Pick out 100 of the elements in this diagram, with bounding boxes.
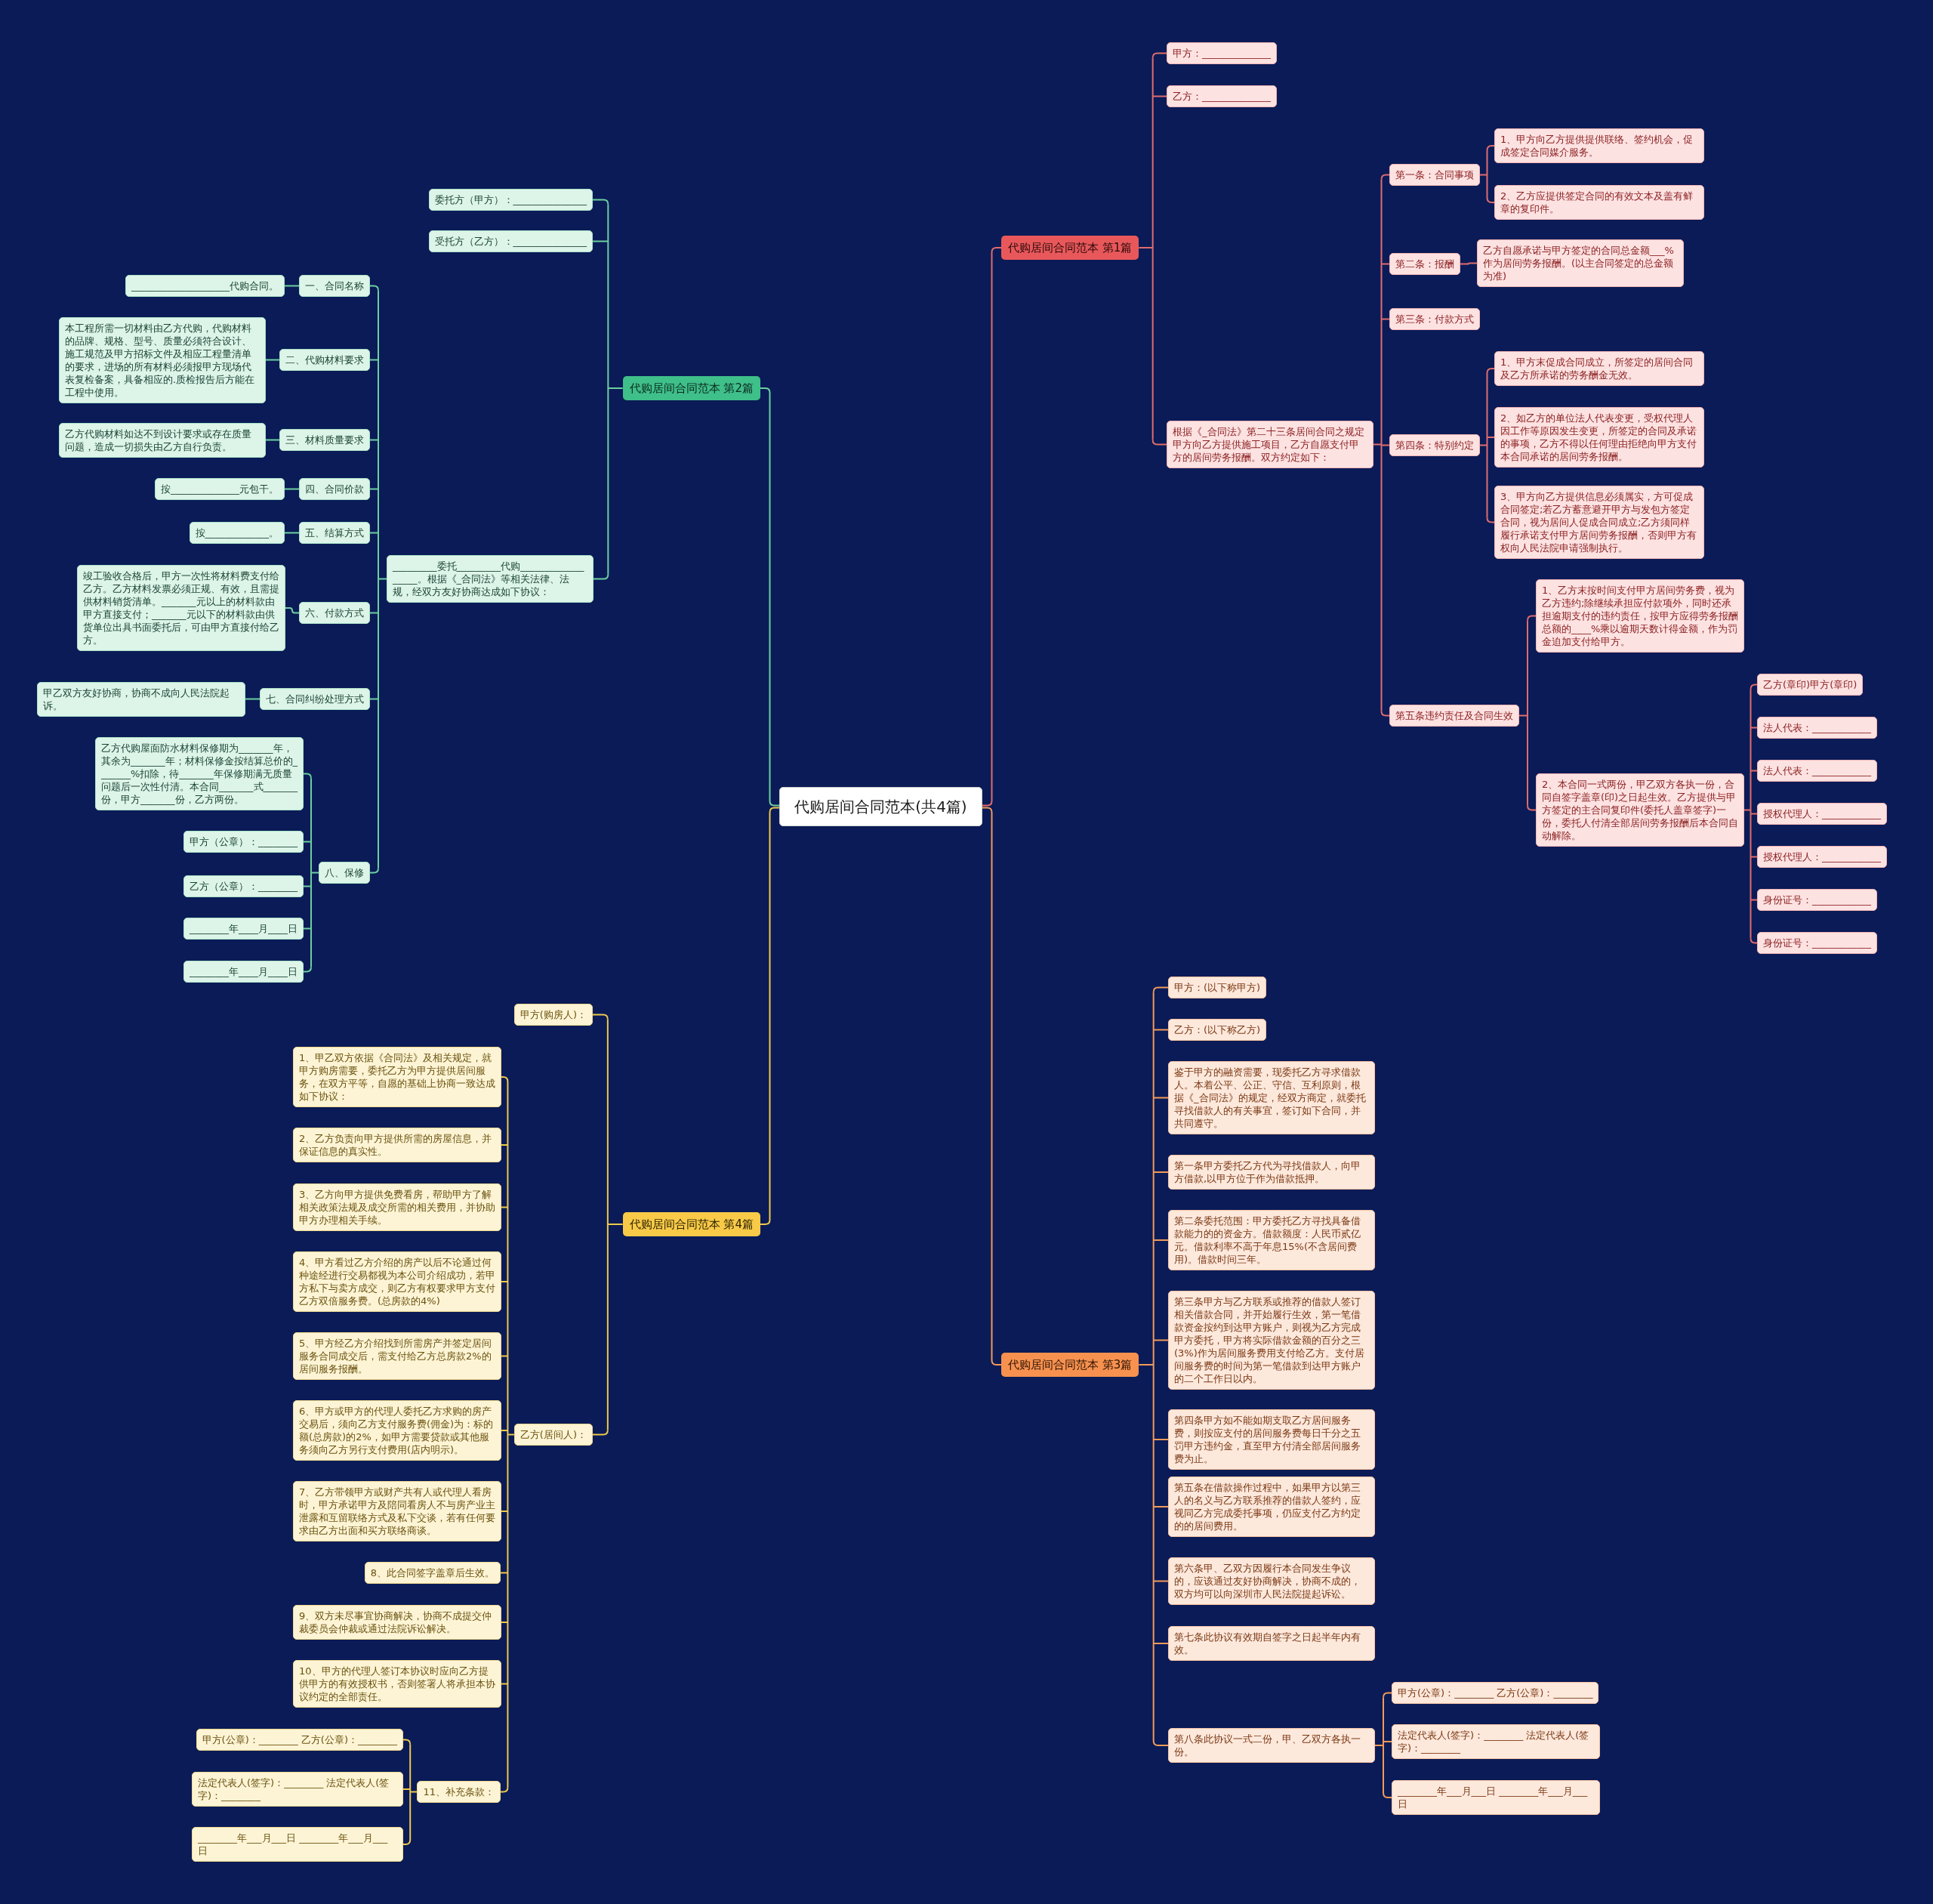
- subtopic-node: 6、甲方或甲方的代理人委托乙方求购的房产交易后，须向乙方支付服务费(佣金)为：标的额(总房款)的2%，如甲方需要贷款或其他服务须向乙方另行支付费用(店内明示)。: [293, 1400, 501, 1461]
- subtopic-node: 五、结算方式: [299, 522, 370, 544]
- connector-line: [1486, 437, 1495, 438]
- subtopic-node: 一、合同名称: [299, 275, 370, 297]
- subtopic-node: 授权代理人：____________: [1757, 803, 1887, 825]
- subtopic-node: 委托方（甲方）：_______________: [428, 189, 593, 211]
- connector-line: [593, 573, 609, 580]
- connector-line: [1750, 937, 1758, 944]
- subtopic-node: 第八条此协议一式二份，甲、乙双方各执一份。: [1168, 1728, 1375, 1763]
- subtopic-node: 三、材料质量要求: [279, 429, 370, 451]
- connector-line: [501, 1206, 509, 1208]
- connector-line: [1380, 318, 1390, 320]
- connector-line: [1518, 619, 1528, 807]
- subtopic-node: ________年___月___日 ________年___月___日: [1392, 1780, 1600, 1815]
- connector-line: [501, 1144, 509, 1146]
- connector-line: [507, 1081, 515, 1788]
- connector-line: [1486, 145, 1495, 151]
- connector-line: [265, 359, 280, 361]
- subtopic-node: 乙方（公章）：________: [183, 875, 304, 897]
- subtopic-node: 2、如乙方的单位法人代表变更，受权代理人因工作等原因发生变更，所签定的合同及承诺的事项，乙方不得以任何理由拒绝向甲方支付本合同承诺的居间劳务报酬。: [1494, 407, 1704, 468]
- subtopic-node: 8、此合同签字盖章后生效。: [364, 1562, 501, 1584]
- connector-line: [409, 1743, 418, 1841]
- subtopic-node: 六、付款方式: [299, 602, 370, 624]
- subtopic-node: 甲方（公章）：________: [183, 831, 304, 853]
- connector-line: [1152, 1740, 1169, 1746]
- connector-line: [592, 1014, 609, 1020]
- connector-line: [402, 1788, 412, 1790]
- subtopic-node: _________委托_________代购__________________。根据《_合同法》等相关法律、法规，经双方友好协商达成如下协议：: [387, 555, 593, 603]
- branch-topic: 代购居间合同范本 第4篇: [622, 1212, 760, 1236]
- connector-line: [1743, 688, 1752, 940]
- connector-line: [1486, 368, 1495, 374]
- connector-line: [1527, 804, 1537, 811]
- connector-line: [369, 532, 379, 534]
- subtopic-node: 鉴于甲方的融资需要，现委托乙方寻求借款人。本着公平、公正、守信、互利原则，根据《_合同法》的规定，经双方商定，就委托寻找借款人的有关事宜，签订如下合同，并共同遵守。: [1168, 1061, 1375, 1134]
- subtopic-node: 2、乙方负责向甲方提供所需的房屋信息，并保证信息的真实性。: [293, 1128, 501, 1162]
- subtopic-node: 根据《_合同法》第二十三条居间合同之规定甲方向乙方提供施工项目，乙方自愿支付甲方的居间劳务报酬。双方约定如下：: [1167, 421, 1373, 468]
- connector-line: [369, 439, 379, 441]
- connector-line: [592, 199, 609, 205]
- subtopic-node: 第一条：合同事项: [1389, 164, 1480, 186]
- connector-line: [1750, 856, 1758, 858]
- subtopic-node: 第四条甲方如不能如期支取乙方居间服务费，则按应支付的居间服务费每日千分之五罚甲方违约金，直至甲方付清全部居间服务费为止。: [1168, 1409, 1375, 1470]
- connector-line: [1152, 1029, 1169, 1031]
- connector-line: [1152, 1439, 1169, 1440]
- subtopic-node: 第四条：特别约定: [1389, 434, 1480, 456]
- subtopic-node: 3、乙方向甲方提供免费看房，帮助甲方了解相关政策法规及成交所需的相关费用，并协助甲方办理相关手续。: [293, 1183, 501, 1231]
- connector-line: [402, 1739, 412, 1745]
- connector-line: [1151, 439, 1167, 446]
- connector-line: [1152, 1239, 1169, 1241]
- connector-line: [303, 885, 312, 887]
- connector-line: [1152, 1097, 1169, 1099]
- connector-line: [500, 1572, 509, 1574]
- subtopic-node: 法定代表人(签字)：________ 法定代表人(签字)：________: [192, 1772, 403, 1807]
- subtopic-node: ____________________代购合同。: [125, 275, 285, 297]
- subtopic-node: 第二条委托范围：甲方委托乙方寻找具备借款能力的的资金方。借款额度：人民币贰亿元。借款利率不高于年息15%(不含居间费用)。借款时间三年。: [1168, 1210, 1375, 1270]
- subtopic-node: 1、甲乙双方依据《合同法》及相关规定，就甲方购房需要，委托乙方为甲方提供居间服务，在双方平等，自愿的基础上协商一致达成如下协议：: [293, 1047, 501, 1107]
- connector-line: [1383, 1741, 1392, 1742]
- subtopic-node: 受托方（乙方）：_______________: [428, 230, 593, 252]
- connector-line: [1152, 1339, 1169, 1341]
- connector-line: [369, 488, 379, 490]
- connector-line: [1151, 52, 1167, 59]
- subtopic-node: 第一条甲方委托乙方代为寻找借款人，向甲方借款,以甲方位于作为借款抵押。: [1168, 1155, 1375, 1190]
- connector-line: [369, 285, 379, 292]
- subtopic-node: 按______________元包干。: [155, 478, 285, 500]
- connector-line: [245, 698, 261, 700]
- branch-topic: 代购居间合同范本 第3篇: [1001, 1353, 1139, 1377]
- subtopic-node: 法定代表人(签字)：________ 法定代表人(签字)：________: [1392, 1724, 1600, 1759]
- connector-line: [1383, 1792, 1392, 1798]
- subtopic-node: 9、双方未尽事宜协商解决，协商不成提交仲裁委员会仲裁或通过法院诉讼解决。: [293, 1605, 501, 1640]
- subtopic-node: 2、乙方应提供签定合同的有效文本及盖有鲜章的复印件。: [1494, 185, 1704, 220]
- connector-line: [1152, 1506, 1169, 1507]
- connector-line: [1151, 95, 1167, 97]
- subtopic-node: 甲方：______________: [1167, 42, 1277, 64]
- subtopic-node: 3、甲方向乙方提供信息必须属实，方可促成合同签定;若乙方蓄意避开甲方与发包方签定合同，视为居间人促成合同成立;乙方须同样履行承诺支付甲方居间劳务报酬，否则甲方有权向人民法院申请强制执行。: [1494, 486, 1704, 559]
- connector-line: [1152, 1643, 1169, 1644]
- connector-line: [606, 1018, 624, 1431]
- connector-line: [303, 966, 312, 973]
- subtopic-node: 四、合同价款: [299, 478, 370, 500]
- connector-line: [501, 1430, 509, 1431]
- subtopic-node: 第五条违约责任及合同生效: [1389, 705, 1519, 727]
- connector-line: [1138, 991, 1155, 1742]
- subtopic-node: 二、代购材料要求: [279, 349, 370, 371]
- subtopic-node: 第二条：报酬: [1389, 253, 1460, 275]
- connector-line: [501, 1281, 509, 1282]
- connector-line: [1152, 1580, 1169, 1582]
- connector-line: [1750, 770, 1758, 772]
- connector-line: [369, 698, 379, 700]
- subtopic-node: 11、补充条款：: [417, 1781, 501, 1803]
- subtopic-node: 身份证号：____________: [1757, 932, 1877, 954]
- connector-line: [592, 1429, 609, 1436]
- connector-line: [501, 1355, 509, 1357]
- subtopic-node: 1、甲方末促成合同成立，所签定的居间合同及乙方所承诺的劳务酬金无效。: [1494, 351, 1704, 386]
- subtopic-node: 按_____________。: [189, 522, 285, 544]
- connector-line: [1527, 615, 1537, 622]
- subtopic-node: 第七条此协议有效期自签字之日起半年内有效。: [1168, 1626, 1375, 1661]
- connector-line: [592, 240, 609, 242]
- connector-line: [303, 927, 312, 930]
- connector-line: [303, 841, 312, 843]
- connector-line: [1374, 1696, 1384, 1794]
- subtopic-node: 法人代表：____________: [1757, 717, 1877, 739]
- connector-line: [369, 612, 379, 614]
